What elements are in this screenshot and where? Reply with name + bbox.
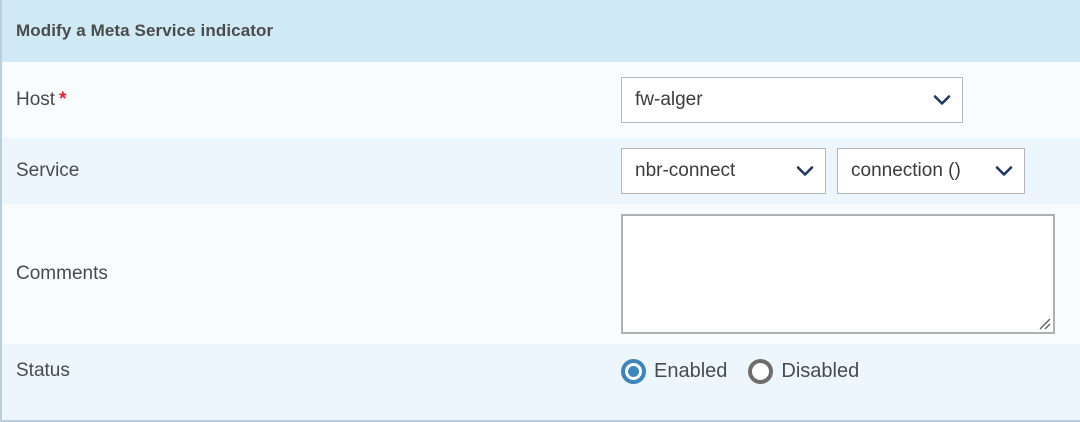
status-field-cell: Enabled Disabled bbox=[621, 358, 1080, 384]
service-select-value: nbr-connect bbox=[635, 160, 736, 181]
comments-textarea-wrapper[interactable] bbox=[621, 214, 1055, 334]
host-select-value: fw-alger bbox=[635, 89, 703, 110]
form-row-service: Service nbr-connect connection () bbox=[2, 138, 1080, 204]
host-label-cell: Host* bbox=[16, 89, 621, 111]
status-radio-enabled-label: Enabled bbox=[654, 359, 728, 382]
comments-field-cell bbox=[621, 214, 1080, 334]
form-row-status: Status Enabled Disabled bbox=[2, 344, 1080, 398]
form-row-host: Host* fw-alger bbox=[2, 62, 1080, 138]
comments-label: Comments bbox=[16, 263, 108, 284]
comments-label-cell: Comments bbox=[16, 263, 621, 285]
status-label: Status bbox=[16, 360, 70, 381]
status-radio-disabled[interactable]: Disabled bbox=[748, 358, 860, 384]
service-field-cell: nbr-connect connection () bbox=[621, 148, 1080, 194]
status-radio-enabled[interactable]: Enabled bbox=[621, 358, 728, 384]
host-field-cell: fw-alger bbox=[621, 77, 1080, 123]
host-required-marker: * bbox=[59, 89, 67, 110]
status-radio-group: Enabled Disabled bbox=[621, 358, 860, 384]
metric-select[interactable]: connection () bbox=[837, 148, 1025, 194]
metric-select-value: connection () bbox=[851, 160, 961, 181]
radio-unchecked-icon bbox=[748, 358, 774, 384]
host-select[interactable]: fw-alger bbox=[621, 77, 963, 123]
status-radio-disabled-label: Disabled bbox=[781, 359, 860, 382]
comments-textarea[interactable] bbox=[623, 216, 1053, 332]
host-label: Host bbox=[16, 89, 56, 110]
form-row-comments: Comments bbox=[2, 204, 1080, 344]
status-label-cell: Status bbox=[16, 360, 621, 382]
service-select[interactable]: nbr-connect bbox=[621, 148, 826, 194]
service-label: Service bbox=[16, 160, 80, 181]
service-label-cell: Service bbox=[16, 160, 621, 182]
chevron-down-icon bbox=[932, 90, 952, 110]
panel-header: Modify a Meta Service indicator bbox=[2, 0, 1080, 62]
page-title: Modify a Meta Service indicator bbox=[16, 21, 274, 40]
chevron-down-icon bbox=[795, 161, 815, 181]
panel-footer bbox=[2, 398, 1080, 422]
chevron-down-icon bbox=[994, 161, 1014, 181]
radio-checked-icon bbox=[621, 358, 646, 384]
